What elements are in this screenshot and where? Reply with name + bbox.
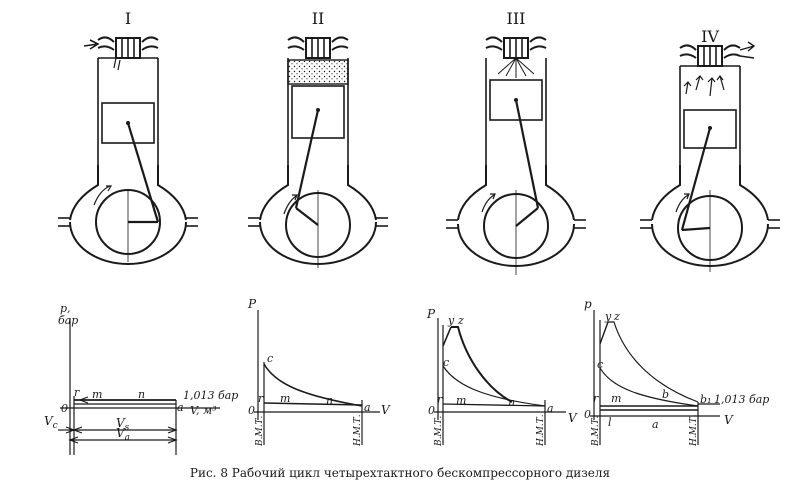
point-y: y: [604, 310, 612, 323]
va-label: Va: [116, 426, 130, 443]
origin-label: 0: [248, 404, 255, 417]
engine-numeral-2: II: [312, 9, 325, 28]
point-a: a: [547, 402, 554, 415]
pv-diagram-combustion: P 0 y z c r m n a V В.М.Т. Н.М.Т.: [426, 307, 578, 447]
point-c: c: [443, 356, 449, 369]
p-axis-label: P: [247, 297, 257, 311]
pv-diagram-intake: p, бар 0 r m n a 1,013 бар V, м³ Vc Vs V…: [44, 302, 238, 455]
vs-label: Vs: [116, 416, 130, 433]
point-a: a: [177, 401, 184, 414]
exhaust-line: [600, 405, 698, 411]
figure-caption: Рис. 8 Рабочий цикл четырехтактного беск…: [189, 466, 611, 480]
point-n: n: [138, 388, 145, 401]
bdc-label: Н.М.Т.: [353, 414, 363, 447]
p-axis-label: P: [426, 307, 436, 321]
engine-numeral-1: I: [125, 9, 131, 28]
point-m: m: [611, 392, 621, 405]
bdc-label: Н.М.Т.: [536, 414, 546, 447]
origin-label: 0: [584, 408, 591, 421]
point-m: m: [92, 388, 102, 401]
point-a: a: [364, 401, 371, 414]
point-z: z: [613, 310, 620, 323]
compression-curve: [442, 365, 546, 407]
pressure-note: 1,013 бар: [714, 393, 769, 406]
origin-label: 0: [428, 404, 435, 417]
point-y: y: [447, 314, 455, 327]
point-l: l: [608, 416, 612, 429]
p-axis-label: p: [584, 297, 592, 311]
tdc-label: В.М.Т.: [591, 415, 601, 447]
tdc-label: В.М.Т.: [255, 415, 265, 447]
expansion-curve: [608, 321, 699, 403]
engine-numeral-4: IV: [701, 27, 719, 46]
point-z: z: [457, 314, 464, 327]
vc-label: Vc: [44, 414, 58, 431]
pressure-note: 1,013 бар: [183, 389, 238, 402]
point-c: c: [597, 358, 603, 371]
origin-label: 0: [61, 402, 68, 415]
v-axis-label: V: [724, 413, 734, 427]
point-m: m: [280, 392, 290, 405]
engine-numeral-3: III: [507, 9, 526, 28]
point-r: r: [74, 386, 80, 399]
point-n: n: [508, 396, 515, 409]
point-r: r: [258, 392, 264, 405]
engine-stroke-1: I: [58, 9, 198, 265]
compression-curve: [599, 367, 699, 407]
v-axis-label: V: [568, 411, 578, 425]
point-b1: b₁: [700, 393, 711, 406]
engine-stroke-4: IV: [640, 27, 780, 272]
p-unit-label: бар: [58, 314, 78, 327]
tdc-label: В.М.Т.: [434, 415, 444, 447]
v-axis-label: V: [381, 403, 391, 417]
bdc-label: Н.М.Т.: [689, 414, 699, 447]
p-axis-label: p,: [60, 302, 71, 315]
engine-stroke-2: II: [248, 9, 388, 268]
compression-curve: [263, 363, 363, 407]
point-c: c: [267, 352, 273, 365]
pv-diagram-exhaust: p 0 y z c r m b b₁ l a 1,013 бар V В.М.Т…: [584, 297, 769, 447]
engine-stroke-3: III: [446, 9, 586, 275]
point-b: b: [662, 388, 669, 401]
point-a: a: [652, 418, 659, 431]
pv-diagram-compression: P 0 c r m n a V В.М.Т. Н.М.Т.: [247, 297, 391, 447]
v-axis-label: V, м³: [190, 404, 217, 417]
point-n: n: [326, 394, 333, 407]
point-m: m: [456, 394, 466, 407]
point-r: r: [593, 392, 599, 405]
expansion-curve: [451, 326, 513, 403]
point-r: r: [437, 393, 443, 406]
